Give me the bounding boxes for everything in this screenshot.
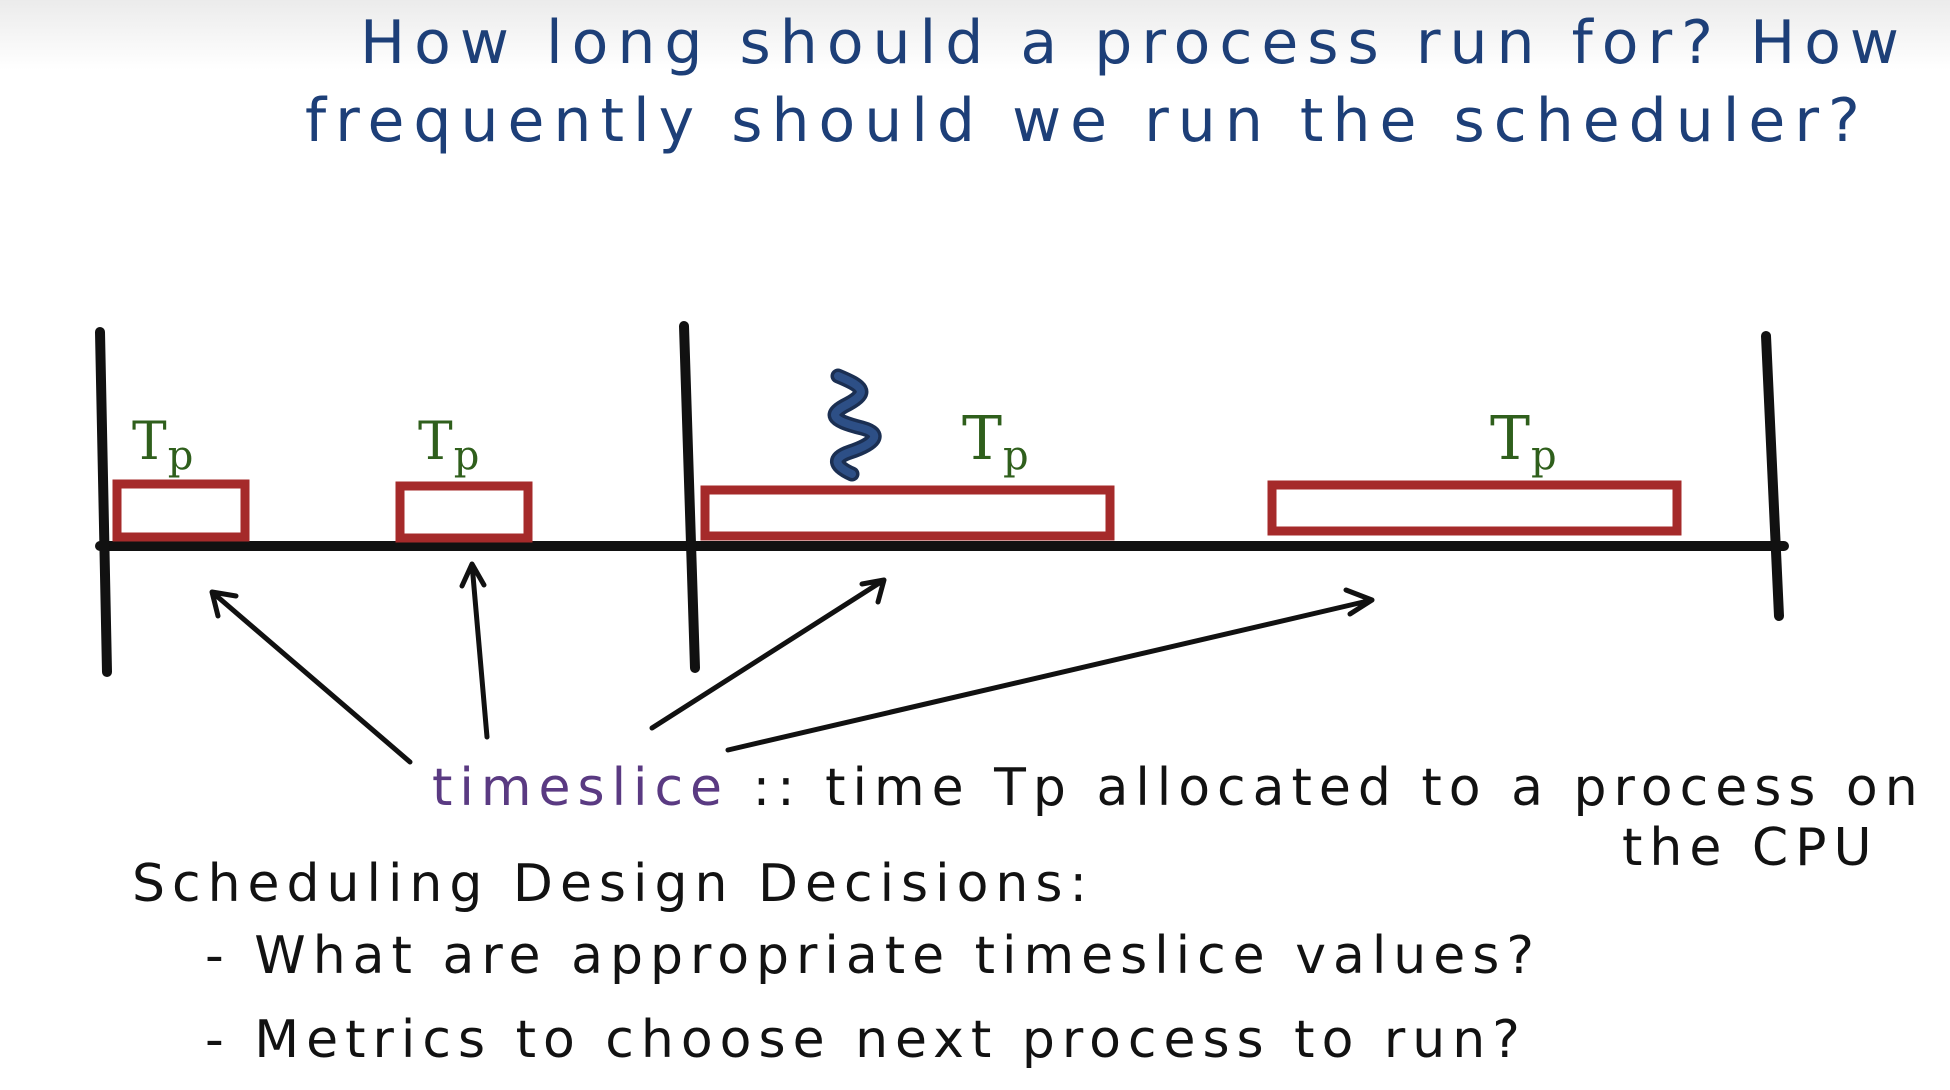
- arrow-to-box-2: [459, 561, 490, 740]
- tp-label-4-main: T: [1490, 404, 1532, 474]
- tp-label-3-main: T: [962, 404, 1004, 474]
- scheduler-tick-1: [95, 327, 112, 677]
- timeslice-definition-text: :: time Tp allocated to a process on: [729, 758, 1925, 818]
- timeslice-box-2: [395, 481, 533, 543]
- thread-icon: [827, 368, 882, 482]
- timeslice-definition-cont: the CPU: [1622, 818, 1879, 878]
- tp-label-4: Tp: [1490, 404, 1558, 479]
- tp-label-1-main: T: [132, 412, 168, 472]
- arrow-to-box-3: [649, 577, 887, 731]
- tp-label-4-sub: p: [1531, 433, 1558, 479]
- tp-label-1: Tp: [132, 412, 194, 479]
- timeslice-box-1: [112, 479, 250, 542]
- decision-item-1: - What are appropriate timeslice values?: [205, 926, 1541, 986]
- tp-label-3: Tp: [962, 404, 1030, 479]
- tp-label-2-sub: p: [453, 433, 481, 479]
- tp-label-2: Tp: [418, 412, 480, 479]
- scheduler-tick-3: [1761, 331, 1784, 621]
- design-decisions-heading: Scheduling Design Decisions:: [132, 854, 1094, 914]
- arrow-to-box-4: [725, 587, 1375, 753]
- tp-label-1-sub: p: [167, 433, 195, 479]
- timeslice-definition: timeslice :: time Tp allocated to a proc…: [432, 758, 1925, 818]
- scheduler-tick-2: [679, 321, 700, 673]
- decision-item-2: - Metrics to choose next process to run?: [205, 1010, 1527, 1070]
- tp-label-3-sub: p: [1003, 433, 1030, 479]
- question-line-2: frequently should we run the scheduler?: [305, 86, 1869, 156]
- timeslice-box-4: [1267, 480, 1682, 536]
- arrow-to-box-1: [209, 589, 413, 765]
- tp-label-2-main: T: [418, 412, 454, 472]
- question-line-1: How long should a process run for? How: [360, 8, 1908, 78]
- timeslice-box-3: [700, 485, 1115, 541]
- timeslice-term: timeslice: [432, 758, 730, 818]
